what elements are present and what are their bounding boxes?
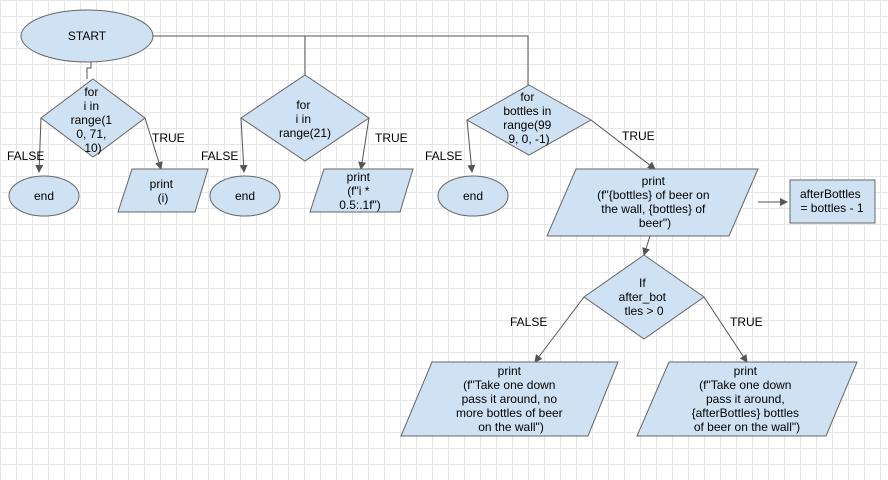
label-loop2-true: TRUE [375,131,408,145]
label-loop3-false: FALSE [425,149,462,163]
edge-loop2-end2 [239,117,248,173]
loop3-line: 9, 0, -1) [508,132,549,146]
svg-text:print (f"Take one down: print (f"Take one down pass it around, n… [456,364,566,434]
svg-text:afterBottles = bottles -: afterBottles = bottles - 1 [800,187,864,215]
loop2-line: for [296,98,310,112]
edge-start-loop3 [153,35,529,85]
edge-loop3-end3 [466,119,476,173]
svg-text:print (f"{bottles} of be: print (f"{bottles} of beer on the wall, … [597,174,713,230]
edge-labels: FALSE TRUE FALSE TRUE FALSE TRUE FALSE T… [7,129,763,329]
label-loop1-true: TRUE [152,131,185,145]
loop3-line: range(99 [503,118,551,132]
edge-loop2-print2 [358,117,370,170]
printfalse-node: print (f"Take one down pass it around, n… [400,361,619,437]
printtrue-line: (f"Take one down [699,378,791,392]
end2-label: end [235,189,255,203]
edge-loop3-print3 [590,119,656,170]
assign-node: afterBottles = bottles - 1 [789,179,876,224]
loop1-line: 0, 71, [76,127,106,141]
print1-node: print (i) [117,168,209,213]
end1-label: end [34,189,54,203]
label-cond-false: FALSE [510,315,547,329]
printfalse-line: (f"Take one down [463,378,555,392]
end3-label: end [463,189,483,203]
print1-line: print [150,177,174,191]
print3-line: beer") [639,216,671,230]
print3-line: the wall, {bottles} of [601,202,706,216]
loop2-line: range(21) [279,126,331,140]
printtrue-line: pass it around, [706,392,785,406]
loop3-line: bottles in [503,104,551,118]
print2-node: print (f"i * 0.5:.1f") [309,168,414,213]
cond-line: tles > 0 [624,304,663,318]
svg-text:print (f"i * 0.5:.: print (f"i * 0.5:.1f") [339,170,381,212]
edge-cond-printtrue [703,296,748,363]
printfalse-line: more bottles of beer [456,406,563,420]
loop1-line: i in [84,99,99,113]
cond-decision: If after_bot tles > 0 [583,254,705,340]
edge-print3-cond [642,235,651,256]
cond-line: If [639,276,646,290]
label-cond-true: TRUE [730,315,763,329]
print3-node: print (f"{bottles} of beer on the wall, … [546,168,759,237]
print2-line: (f"i * [347,184,370,198]
loop1-decision: for i in range(1 0, 71, 10) [40,78,146,158]
svg-text:for i in range(21): for i in range(21) [279,98,331,140]
loop3-decision: for bottles in range(99 9, 0, -1) [465,84,593,156]
start-node: START [20,9,154,63]
start-label: START [68,29,107,43]
end1-node: end [8,175,80,217]
svg-text:If after_bot tles: If after_bot tles > 0 [619,276,670,318]
end3-node: end [437,175,509,217]
loop2-line: i in [296,112,311,126]
cond-line: after_bot [619,290,667,304]
loop1-line: range(1 [71,113,113,127]
svg-text:print (i): print (i) [150,177,177,205]
assign-line: = bottles - 1 [800,201,863,215]
svg-text:for bottles in ran: for bottles in range(99 9, 0, -1) [503,90,554,146]
print3-line: print [642,174,666,188]
label-loop2-false: FALSE [201,149,238,163]
label-loop3-true: TRUE [622,129,655,143]
edges [35,35,788,363]
printfalse-line: on the wall") [478,420,544,434]
edge-cond-printfalse [534,296,585,363]
printtrue-line: print [734,364,758,378]
label-loop1-false: FALSE [7,149,44,163]
print2-line: 0.5:.1f") [339,198,381,212]
loop1-line: 10) [84,141,101,155]
svg-text:print (f"Take one down: print (f"Take one down pass it around, {… [692,364,803,434]
printtrue-line: of beer on the wall") [694,420,800,434]
print2-line: print [347,170,371,184]
printfalse-line: pass it around, no [462,392,558,406]
printfalse-line: print [498,364,522,378]
edge-start-loop2 [153,35,306,75]
printtrue-line: {afterBottles} bottles [692,406,799,420]
loop2-decision: for i in range(21) [240,74,370,162]
svg-text:for i in range(1: for i in range(1 0, 71, 10) [71,85,116,155]
loop3-line: for [520,90,534,104]
edge-loop1-end1 [35,117,44,173]
edge-loop1-print1 [144,117,163,170]
edge-start-loop1 [86,62,92,79]
printtrue-node: print (f"Take one down pass it around, {… [636,361,858,437]
print3-line: (f"{bottles} of beer on [597,188,709,202]
end2-node: end [209,175,281,217]
assign-line: afterBottles [800,187,861,201]
loop1-line: for [84,85,98,99]
print1-line: (i) [158,191,169,205]
